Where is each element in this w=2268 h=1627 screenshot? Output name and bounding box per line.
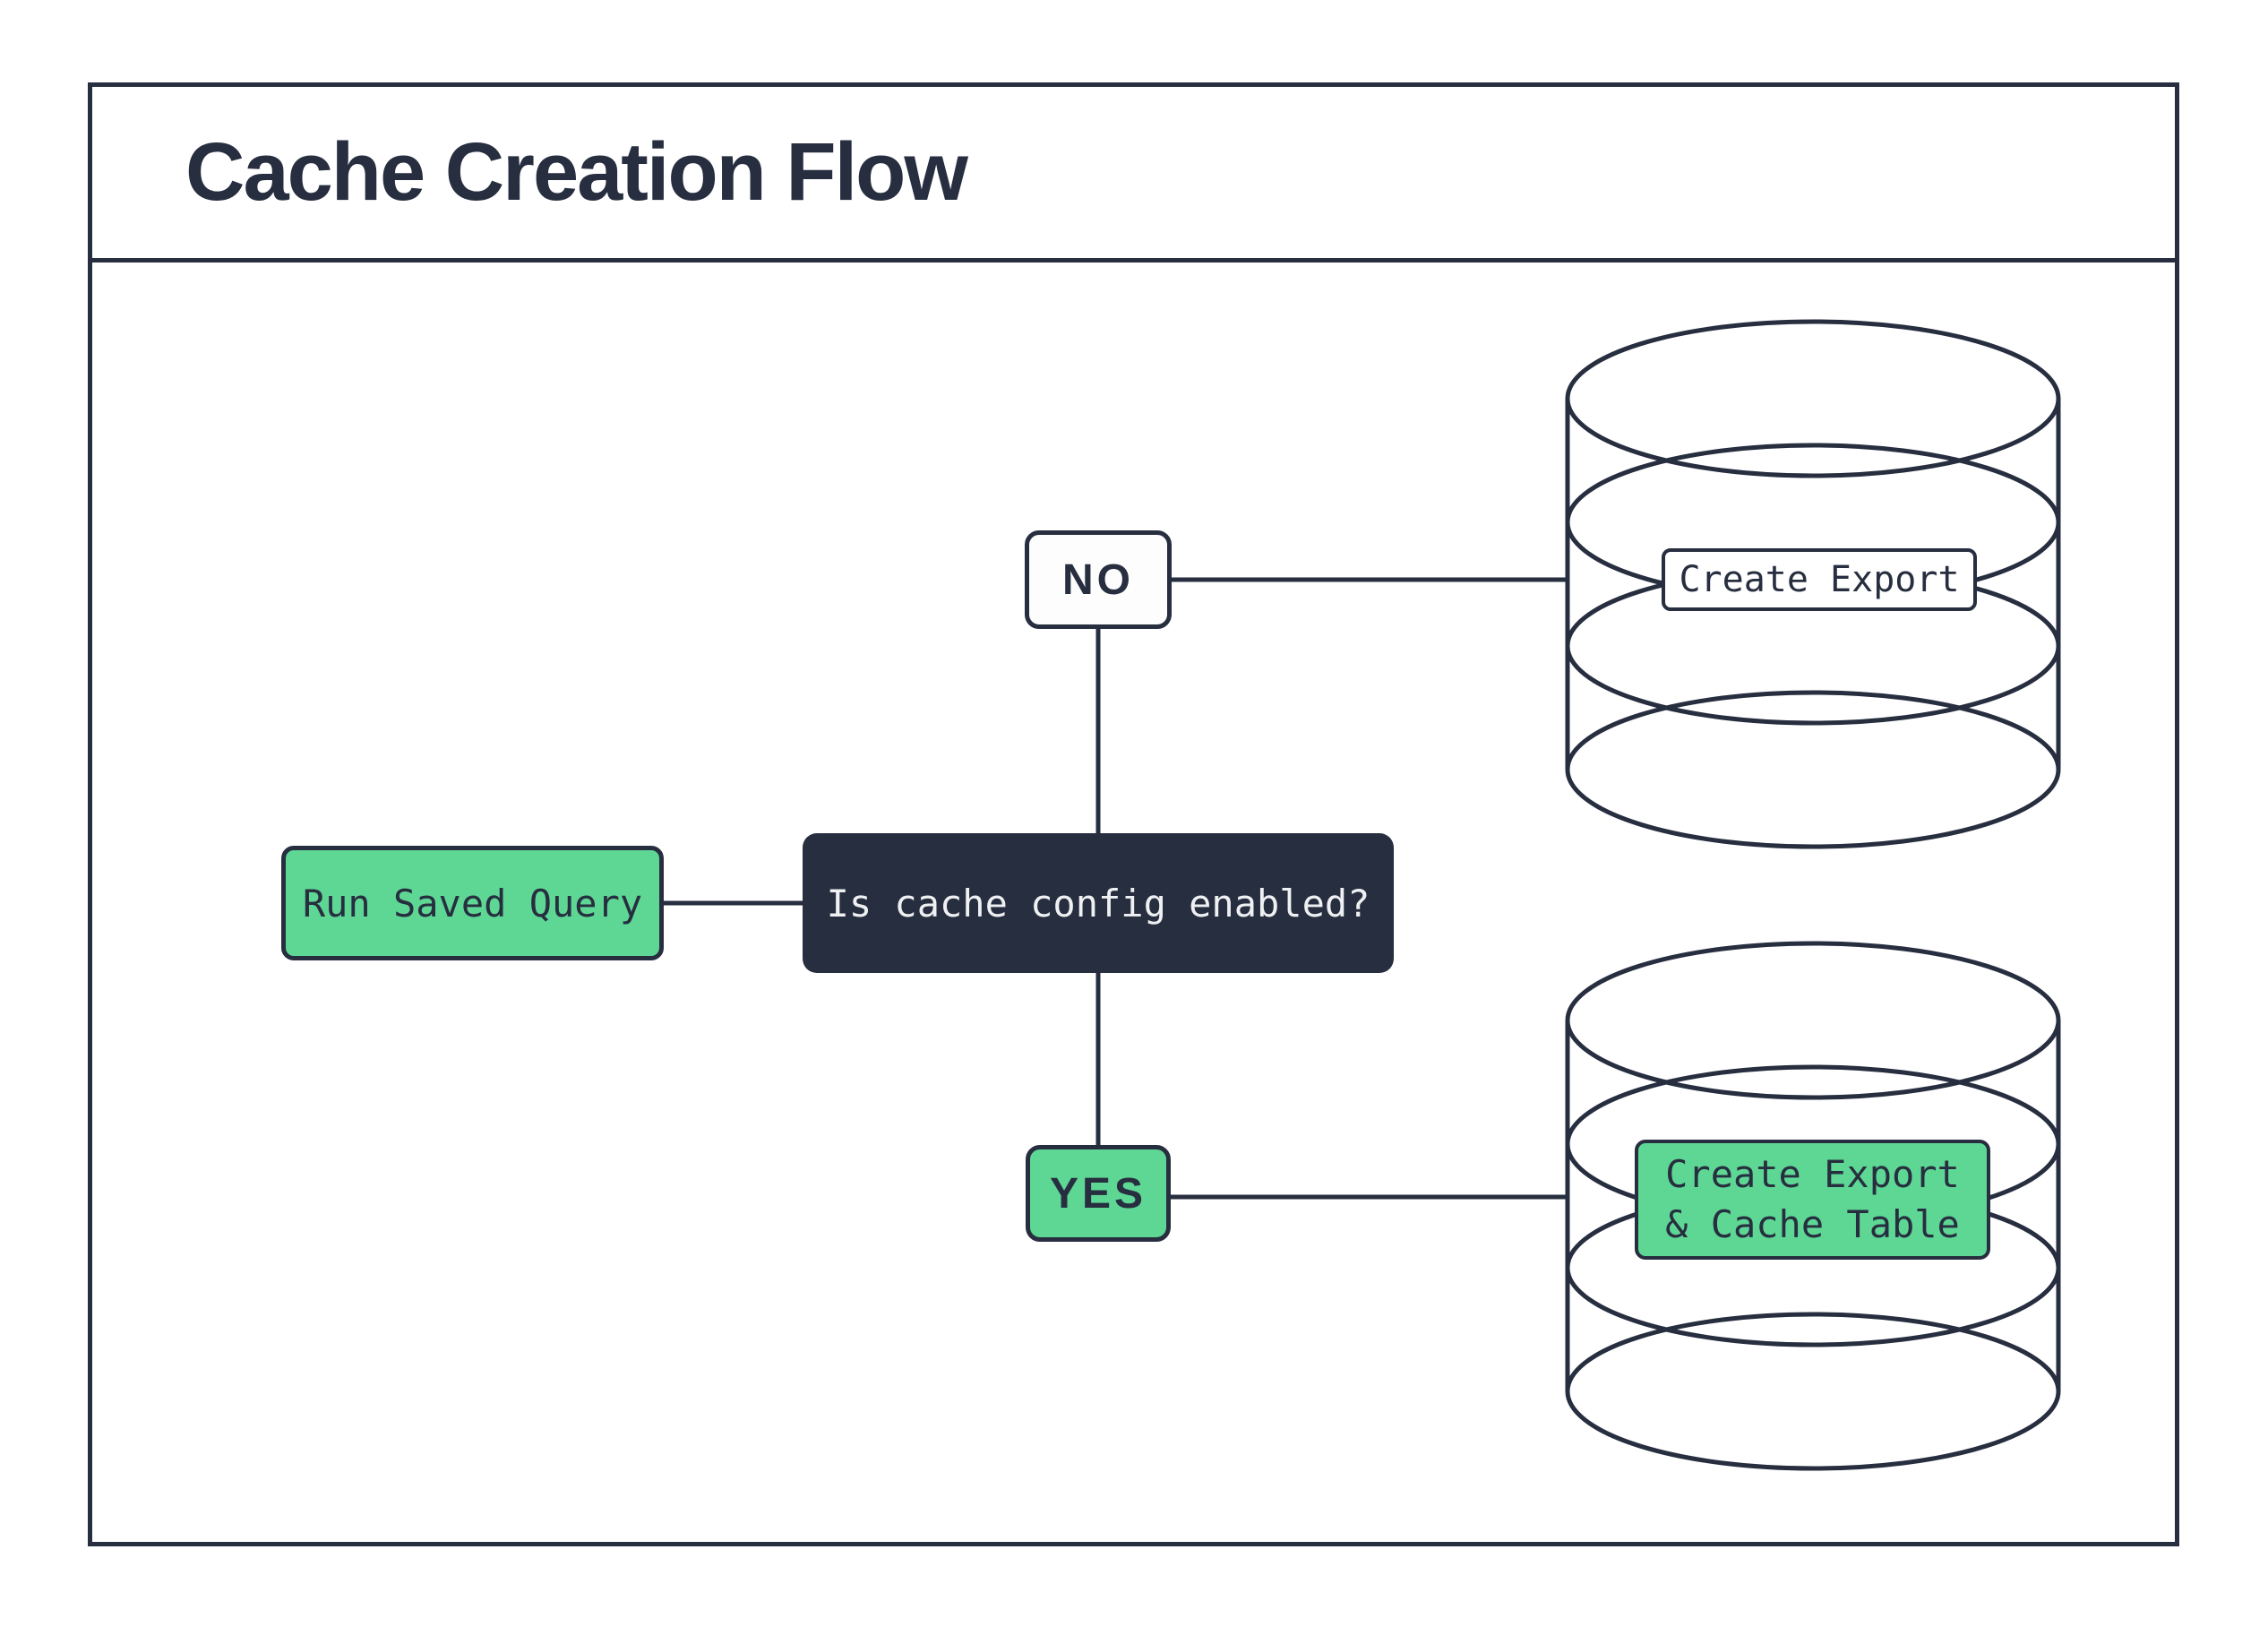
page-title: Cache Creation Flow (185, 126, 968, 218)
node-branch-no: NO (1025, 530, 1172, 629)
connector-lines (664, 577, 1569, 1200)
diagram-header: Cache Creation Flow (88, 82, 2179, 263)
node-branch-yes: YES (1026, 1145, 1171, 1242)
node-cache-config-decision-label: Is cache config enabled? (826, 881, 1370, 925)
node-run-saved-query: Run Saved Query (281, 846, 664, 960)
node-branch-yes-label: YES (1049, 1169, 1147, 1218)
node-branch-no-label: NO (1062, 555, 1134, 604)
node-cache-config-decision: Is cache config enabled? (803, 833, 1394, 973)
diagram-frame (88, 82, 2179, 1546)
node-create-export-label: Create Export (1679, 559, 1960, 600)
node-run-saved-query-label: Run Saved Query (302, 881, 643, 925)
node-create-export: Create Export (1662, 548, 1977, 611)
node-create-export-cache-table: Create Export & Cache Table (1635, 1140, 1990, 1260)
node-create-export-cache-table-line2: & Cache Table (1665, 1202, 1960, 1246)
node-create-export-cache-table-line1: Create Export (1665, 1152, 1960, 1196)
